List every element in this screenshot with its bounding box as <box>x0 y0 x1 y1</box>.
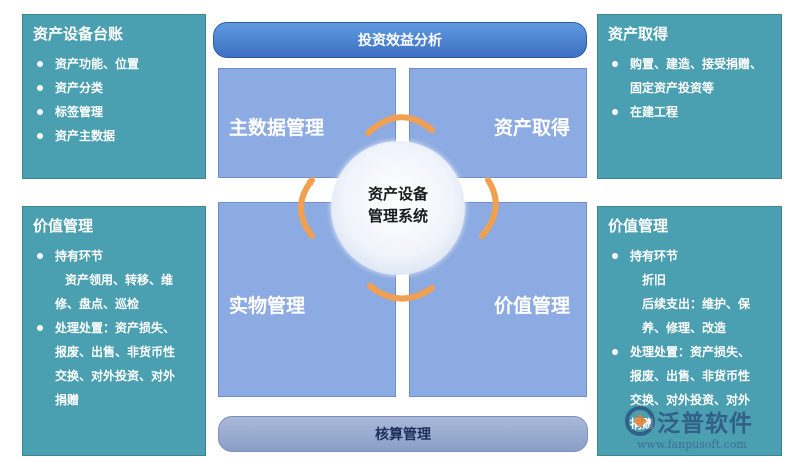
quadrant-label: 资产取得 <box>494 117 571 139</box>
cycle-arrow-top <box>365 114 436 136</box>
watermark: 泛普软件 www.fanpusoft.com <box>625 404 795 464</box>
list-item-continued: 报废、出售、非货币性 <box>630 369 751 383</box>
cycle-arrow-left <box>298 176 315 239</box>
center-label: 资产设备 管理系统 <box>331 183 465 227</box>
list-item-continued: 修、盘点、巡检 <box>55 297 140 311</box>
center-label-line: 资产设备 <box>367 185 428 203</box>
quadrant-label: 价值管理 <box>494 295 571 317</box>
quadrant-label: 主数据管理 <box>229 117 325 139</box>
quadrant-label: 实物管理 <box>229 295 306 317</box>
list-item: 标签管理 <box>23 100 205 124</box>
list-item-sub: 后续支出：维护、保 <box>642 297 751 311</box>
investment-benefit-analysis-bar: 投资效益分析 <box>213 22 587 58</box>
list-item-continued: 捐赠 <box>55 393 80 407</box>
center-label-line: 管理系统 <box>367 207 428 225</box>
list-item: 处理处置：资产损失、 <box>598 340 781 364</box>
list-item-sub-continued: 养、修理、改造 <box>642 321 727 335</box>
list-item: 购置、建造、接受捐赠、 <box>598 52 781 76</box>
center-circle <box>331 141 465 275</box>
panel-value-management-left: 价值管理 持有环节 资产领用、转移、维 修、盘点、巡检 处理处置：资产损失、 报… <box>22 206 206 456</box>
list-item: 资产主数据 <box>23 124 205 148</box>
list-item-sub: 折旧 <box>642 273 667 287</box>
panel-asset-ledger: 资产设备台账 资产功能、位置 资产分类 标签管理 资产主数据 <box>22 14 206 179</box>
list-item-continued: 交换、对外投资、对外 <box>630 393 751 407</box>
panel-asset-acquisition: 资产取得 购置、建造、接受捐赠、 固定资产投资等 在建工程 <box>597 14 782 179</box>
cycle-arrow-bottom <box>366 283 435 302</box>
list-item: 在建工程 <box>598 100 781 124</box>
watermark-url: www.fanpusoft.com <box>637 438 747 451</box>
list-item-continued: 交换、对外投资、对外 <box>55 369 176 383</box>
panel-title: 资产设备台账 <box>33 25 124 43</box>
list-item-continued: 报废、出售、非货币性 <box>55 345 176 359</box>
list-item-continued: 资产领用、转移、维 <box>65 273 174 287</box>
list-item: 处理处置：资产损失、 <box>23 316 205 340</box>
list-item: 资产功能、位置 <box>23 52 205 76</box>
panel-title: 价值管理 <box>608 217 669 235</box>
list-item: 持有环节 <box>23 244 205 268</box>
list-item: 资产分类 <box>23 76 205 100</box>
watermark-brand: 泛普软件 <box>657 411 753 437</box>
list-item: 持有环节 <box>598 244 781 268</box>
brand-logo-icon <box>625 406 655 436</box>
cycle-arrow-right <box>479 177 499 240</box>
panel-title: 价值管理 <box>33 217 94 235</box>
panel-title: 资产取得 <box>608 25 669 43</box>
accounting-management-bar: 核算管理 <box>218 416 588 452</box>
list-item-continued: 固定资产投资等 <box>630 81 715 95</box>
